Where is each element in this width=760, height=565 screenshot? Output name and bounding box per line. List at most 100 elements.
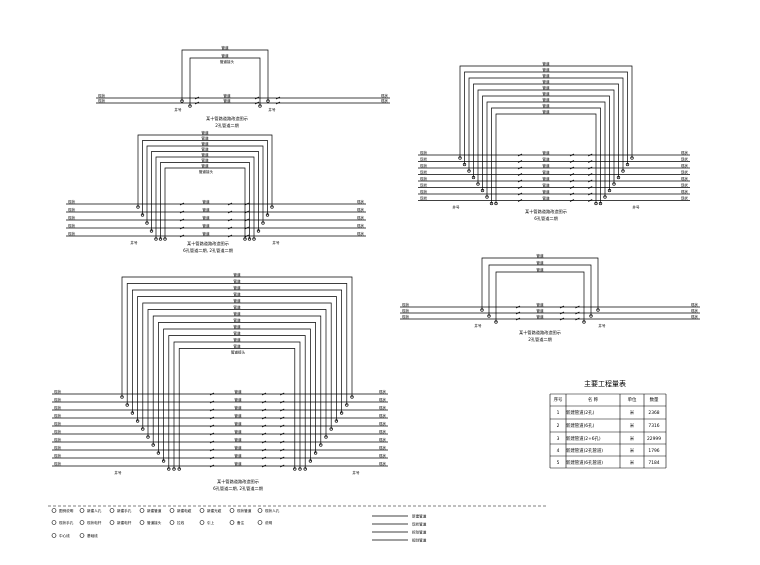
inner-label: 管道接头 bbox=[231, 350, 246, 355]
table-header-name: 名 称 bbox=[588, 396, 599, 403]
right-track-label: 现状 bbox=[379, 421, 387, 426]
table-cell: 米 bbox=[630, 435, 635, 442]
table-cell: 7184 bbox=[648, 460, 659, 466]
break-mark bbox=[209, 392, 215, 396]
break-mark bbox=[517, 173, 523, 176]
junction-node bbox=[149, 229, 154, 233]
legend-line-label: 现状管道 bbox=[412, 521, 427, 526]
right-track-label: 现状 bbox=[381, 98, 389, 103]
junction-node bbox=[243, 237, 247, 241]
table-cell: 新建管道(6孔) bbox=[566, 422, 594, 429]
break-mark bbox=[261, 464, 267, 468]
d1-caption-1: 某十管路道路改造图示 bbox=[206, 115, 248, 122]
right-track-label: 现状 bbox=[681, 157, 689, 162]
break-mark bbox=[179, 202, 185, 206]
break-mark bbox=[179, 210, 185, 214]
pipe-loop bbox=[126, 283, 348, 405]
legend-item-label: 引上 bbox=[207, 520, 215, 525]
break-mark bbox=[244, 202, 249, 206]
break-mark bbox=[244, 234, 249, 238]
center-track-label: 管道 bbox=[234, 413, 242, 418]
break-mark bbox=[588, 192, 593, 196]
junction-node bbox=[156, 451, 161, 455]
legend-symbol-icon bbox=[109, 520, 115, 525]
right-track-label: 现状 bbox=[691, 314, 699, 319]
d1-caption-2: 2孔管道二期 bbox=[215, 122, 239, 129]
break-mark bbox=[517, 160, 523, 163]
pipe-loop bbox=[468, 77, 624, 171]
loop-label: 管道 bbox=[201, 147, 209, 152]
junction-node bbox=[487, 314, 491, 318]
loop-label: 管道 bbox=[233, 292, 241, 297]
break-mark bbox=[588, 179, 593, 183]
node-label: 井号 bbox=[352, 470, 360, 475]
loop-label: 管道 bbox=[233, 305, 241, 310]
center-track-label: 管道 bbox=[542, 196, 550, 201]
legend-item-label: 现状电杆 bbox=[87, 520, 102, 525]
junction-node bbox=[625, 162, 630, 167]
left-track-label: 现状 bbox=[420, 176, 428, 181]
break-mark bbox=[569, 153, 575, 157]
right-track-label: 现状 bbox=[381, 93, 389, 98]
break-mark bbox=[280, 408, 285, 412]
pipe-loop bbox=[121, 276, 353, 397]
break-mark bbox=[261, 448, 267, 452]
break-mark bbox=[280, 456, 285, 460]
legend-item-label: 新建光缆 bbox=[207, 508, 222, 513]
node-label: 井号 bbox=[130, 240, 138, 245]
pipe-loop bbox=[151, 151, 259, 231]
junction-node bbox=[313, 451, 318, 455]
center-track-label: 管道 bbox=[536, 314, 544, 319]
right-track-label: 现状 bbox=[681, 183, 689, 188]
junction-node bbox=[329, 427, 333, 431]
right-track-label: 现状 bbox=[379, 405, 387, 410]
junction-node bbox=[589, 314, 593, 318]
junction-node bbox=[303, 467, 307, 471]
right-track-label: 现状 bbox=[379, 429, 387, 434]
break-mark bbox=[209, 424, 215, 428]
legend-symbol-icon bbox=[229, 508, 235, 513]
junction-node bbox=[616, 175, 621, 180]
right-track-label: 现状 bbox=[691, 302, 699, 307]
left-track-label: 现状 bbox=[420, 189, 428, 194]
junction-node bbox=[154, 237, 158, 241]
junction-node bbox=[485, 195, 489, 199]
break-mark bbox=[559, 317, 565, 321]
junction-node bbox=[467, 169, 471, 173]
left-track-label: 现状 bbox=[68, 215, 76, 220]
node-label: 井号 bbox=[268, 107, 276, 112]
junction-node bbox=[334, 419, 339, 423]
break-mark bbox=[261, 440, 267, 444]
center-track-label: 管道 bbox=[542, 170, 550, 175]
left-track-label: 现状 bbox=[54, 421, 62, 426]
break-mark bbox=[517, 199, 523, 202]
break-mark bbox=[261, 424, 267, 428]
right-track-label: 现状 bbox=[681, 170, 689, 175]
break-mark bbox=[517, 166, 523, 170]
break-mark bbox=[575, 311, 580, 315]
loop-label: 管道 bbox=[233, 285, 241, 290]
table-cell: 22999 bbox=[647, 436, 661, 442]
break-mark bbox=[588, 166, 593, 170]
junction-node bbox=[261, 221, 265, 225]
break-mark bbox=[515, 317, 521, 321]
loop-label: 管道 bbox=[221, 53, 229, 58]
legend-item-label: 新建电杆 bbox=[117, 520, 132, 525]
right-track-label: 现状 bbox=[379, 453, 387, 458]
break-mark bbox=[179, 226, 185, 230]
left-track-label: 现状 bbox=[68, 207, 76, 212]
table-cell: 3 bbox=[557, 436, 560, 442]
left-track-label: 现状 bbox=[402, 308, 410, 313]
junction-node bbox=[258, 104, 262, 108]
junction-node bbox=[293, 467, 297, 471]
center-track-label: 管道 bbox=[234, 397, 242, 402]
table-cell: 米 bbox=[630, 447, 635, 454]
pipe-loop bbox=[158, 322, 316, 453]
break-mark bbox=[227, 210, 233, 214]
loop-label: 管道 bbox=[536, 253, 544, 258]
right-track-label: 现状 bbox=[681, 176, 689, 181]
loop-label: 管道 bbox=[201, 158, 209, 163]
d5-caption-2: 6孔管道二期, 2孔管道二期 bbox=[213, 485, 263, 492]
node-label: 井号 bbox=[632, 205, 640, 210]
break-mark bbox=[515, 305, 521, 309]
